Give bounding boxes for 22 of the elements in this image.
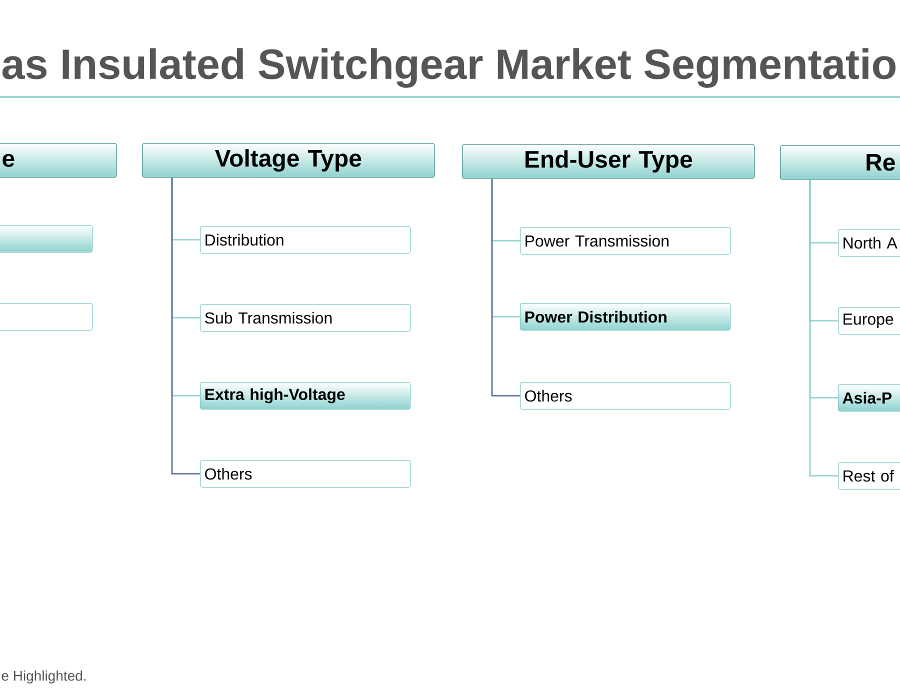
segment-box: Europe [838,307,900,335]
category-header: Re [780,145,900,180]
title: as Insulated Switchgear Market Segmentatio [2,48,896,88]
footnote: e Highlighted. [2,670,86,684]
segment-box: Sub Transmission [200,304,411,332]
category-header: End-User Type [462,144,755,179]
highlighted-segment-box: Power Distribution [520,303,731,331]
connector-line [809,180,838,476]
connector-line [171,178,200,474]
segment-box: Others [200,460,411,488]
highlighted-segment-box [0,225,93,253]
segment-box: Distribution [200,226,411,254]
highlighted-segment-box: Asia-P [838,384,900,412]
highlighted-segment-box: Extra high-Voltage [200,382,411,410]
segment-box: Rest of [838,462,900,490]
segment-box: Others [520,382,731,410]
segment-box [0,303,93,331]
category-header: Voltage Type [142,143,435,178]
segment-box: North A [838,229,900,257]
category-header: e [0,143,117,178]
segment-box: Power Transmission [520,227,731,255]
connector-line [491,178,520,396]
